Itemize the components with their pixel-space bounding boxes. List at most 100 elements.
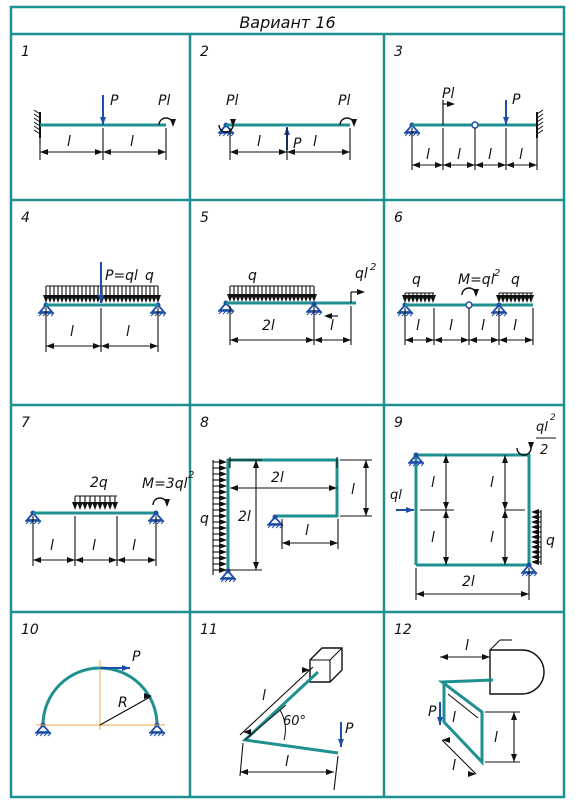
dimension-arrow — [434, 337, 442, 343]
pin-joint — [526, 562, 532, 568]
cell-number: 6 — [394, 210, 403, 226]
load-arrow-head — [275, 294, 281, 302]
cell-number: 1 — [21, 44, 30, 60]
cell-number: 3 — [394, 44, 403, 60]
load-arrow-head — [531, 549, 539, 555]
dimension-arrow — [529, 162, 537, 168]
force-arrow-head — [98, 295, 104, 303]
load-arrow-head — [107, 502, 113, 510]
load-arrow-head — [219, 465, 227, 471]
load-arrow-head — [255, 294, 261, 302]
load-arrow-head — [239, 294, 245, 302]
wall-hatch — [33, 117, 41, 123]
dimension-arrow — [363, 460, 369, 468]
load-arrow-head — [307, 294, 313, 302]
label: l — [431, 530, 435, 546]
label: l — [416, 318, 420, 334]
label: l — [130, 134, 134, 150]
load-arrow-head — [311, 294, 317, 302]
block-edge — [329, 647, 343, 661]
dimension-arrow — [435, 162, 443, 168]
cell-number: 7 — [21, 415, 30, 431]
dimension-arrow — [243, 729, 251, 735]
dimension-arrow — [443, 557, 449, 565]
dimension-line — [239, 666, 314, 736]
load-arrow-head — [418, 295, 424, 303]
dimension-arrow — [426, 337, 434, 343]
label: ql — [355, 266, 368, 282]
load-arrow-head — [524, 295, 530, 303]
load-arrow-head — [43, 295, 49, 303]
frame-beam — [414, 453, 531, 567]
load-arrow-head — [219, 471, 227, 477]
load-arrow-head — [426, 295, 432, 303]
label: l — [330, 318, 334, 334]
pin-joint — [272, 514, 278, 520]
label: l — [457, 147, 461, 163]
frame-beam — [241, 670, 339, 755]
force-arrow-head — [122, 665, 130, 671]
load-arrow-head — [103, 295, 109, 303]
pin-support-icon — [267, 515, 283, 525]
cell-number: 2 — [200, 44, 209, 60]
wall-hatch — [536, 113, 544, 119]
hinge-icon — [465, 301, 473, 309]
label: l — [351, 482, 355, 498]
label: l — [132, 538, 136, 554]
label: l — [452, 758, 456, 774]
label: q — [248, 268, 257, 284]
force-arrow-head — [100, 117, 106, 125]
load-arrow-head — [87, 502, 93, 510]
label: ql — [390, 488, 402, 503]
dimension-arrow — [502, 455, 508, 463]
wall-hatch — [536, 109, 544, 115]
dimension-line — [447, 693, 479, 719]
dimension-arrow — [330, 540, 338, 546]
load-arrow-head — [135, 295, 141, 303]
dimension-arrow — [230, 149, 238, 155]
load-arrow-head — [528, 295, 534, 303]
load-arrow-head — [430, 295, 436, 303]
load-arrow-head — [119, 295, 125, 303]
load-arrow-head — [219, 537, 227, 543]
load-arrow-head — [247, 294, 253, 302]
pin-support-icon — [35, 723, 51, 733]
hinge-icon — [471, 121, 479, 129]
load-arrow-head — [263, 294, 269, 302]
load-arrow-head — [82, 502, 88, 510]
dimension-arrow — [442, 737, 450, 743]
fixed-block-icon — [489, 649, 545, 695]
label: l — [519, 147, 523, 163]
label: P — [512, 92, 521, 108]
load-arrow-head — [410, 295, 416, 303]
load-arrow-head — [219, 495, 227, 501]
label: q — [200, 511, 209, 527]
label: l — [305, 523, 309, 539]
label: 60° — [283, 714, 306, 729]
label: l — [67, 134, 71, 150]
label: l — [126, 324, 130, 340]
moment-arrow-head — [324, 313, 332, 319]
dimension-arrow — [363, 508, 369, 516]
label: P — [132, 649, 141, 665]
dimension-arrow — [502, 557, 508, 565]
label: Pl — [442, 86, 454, 102]
load-arrow-head — [219, 489, 227, 495]
wall-hatch — [33, 125, 41, 131]
dimension-arrow — [443, 502, 449, 510]
dimension-arrow — [405, 337, 413, 343]
dimension-arrow — [287, 149, 295, 155]
sheet-frame — [9, 5, 566, 799]
load-arrow-head — [267, 294, 273, 302]
dimension-arrow — [491, 337, 499, 343]
label: q — [412, 272, 421, 288]
extension-line — [239, 742, 244, 777]
label: P — [110, 93, 119, 109]
extension-line — [333, 755, 339, 791]
dimension-line — [441, 739, 477, 775]
dimension-arrow — [412, 162, 420, 168]
label: q — [511, 272, 520, 288]
dimension-arrow — [469, 337, 477, 343]
label: l — [257, 134, 261, 150]
dimension-arrow — [230, 485, 238, 491]
